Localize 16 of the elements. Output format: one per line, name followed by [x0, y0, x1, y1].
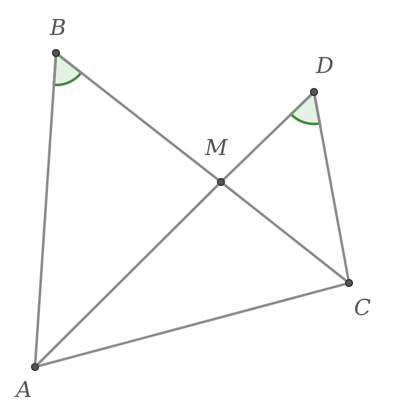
point-label: D: [316, 56, 334, 78]
point-label: M: [205, 138, 228, 160]
point-label: B: [50, 18, 66, 40]
point: [310, 88, 318, 96]
point: [31, 363, 39, 371]
point: [345, 279, 353, 287]
line-segment: [36, 184, 220, 366]
line-segment: [34, 56, 57, 364]
line-segment: [58, 54, 219, 181]
line-segment: [38, 282, 346, 368]
point-label: C: [354, 298, 371, 320]
line-segment: [314, 96, 350, 280]
point: [52, 49, 60, 57]
line-segment: [223, 184, 347, 282]
line-segment: [223, 94, 312, 180]
point-label: A: [16, 380, 32, 402]
